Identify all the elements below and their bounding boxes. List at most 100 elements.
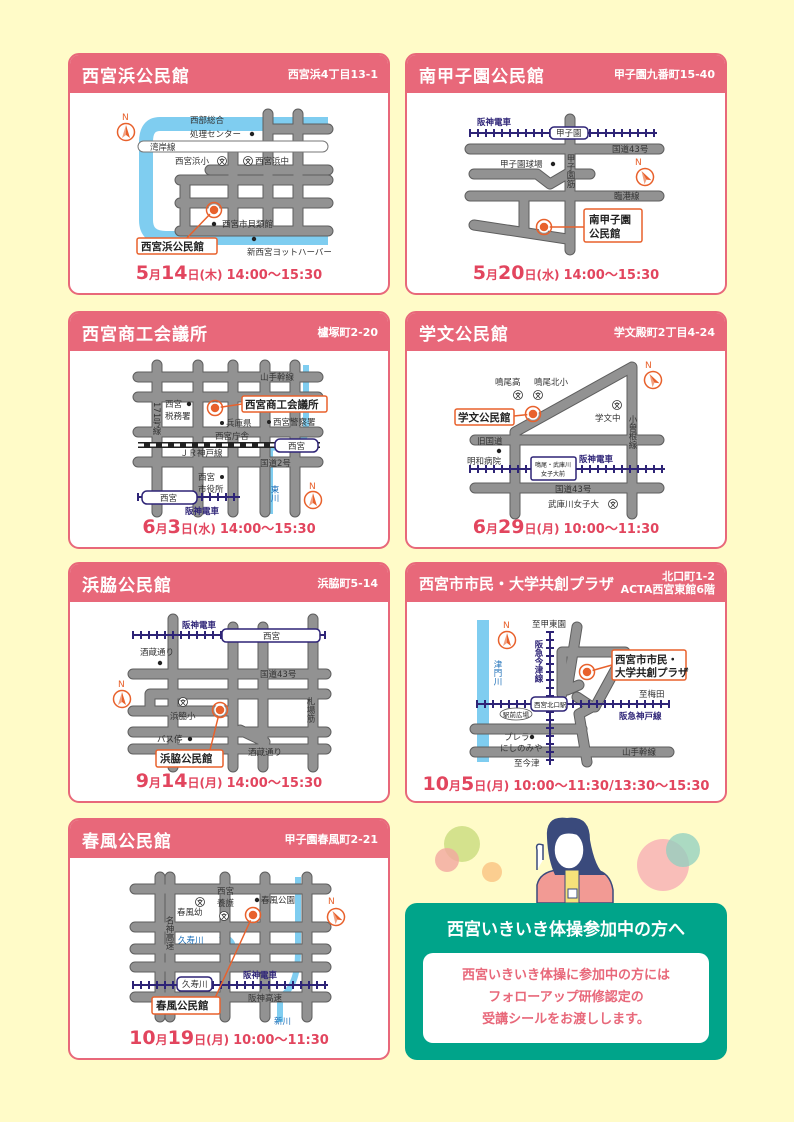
map-label: 鳴尾高 [495,377,521,388]
map-label: 西宮 [263,631,280,642]
map-label: 新西宮ヨットハーバー [247,247,332,258]
map-label: バス停 [157,734,183,745]
roads [464,113,665,256]
map-label: 西宮北口駅 [534,700,567,709]
north-compass-icon [497,630,517,650]
map-label: 阪神電車 [182,620,217,631]
access-map: 西宮 阪神電車 酒蔵通り 国道43号 浜脇小 札場筋 バス停 酒蔵通り 浜脇公民… [112,613,332,773]
access-map: 春風幼 西宮 養護 春風公園 名神高速 久寿川 阪神電車 久寿川 阪神高速 春風… [129,871,349,1027]
map-label: 甲子園筋 [565,154,575,189]
venue-map-label: 浜脇公民館 [160,752,213,765]
map-label: 鳴尾・武庫川 [535,461,571,469]
access-map: 山手幹線 西宮 税務署 西宮商工会議所 兵庫県 西宮庁舎 西宮警察署 171号線… [132,359,328,518]
map-label: 阪神電車 [185,506,220,517]
north-compass-icon [303,490,323,510]
card-header: 南甲子園公民館 甲子園九番町15-40 [407,55,725,93]
session-date: 10月5日(月)10:00〜11:30/13:30〜15:30 [422,773,710,795]
map-label: 阪神電車 [243,970,278,981]
map-label: 阪急今津線 [533,639,544,683]
map-label: 春風公園 [261,895,295,906]
venue-map-label: 公民館 [589,227,621,240]
map-label: 西宮 [160,493,177,504]
notice-title: 西宮いきいき体操参加中の方へ [447,920,685,940]
access-map: 阪神電車 甲子園 国道43号 甲子園球場 甲子園筋 臨港線 南甲子園 公民館 N [464,113,665,256]
map-label: 至甲東園 [532,619,566,630]
venue-card-gakubun: 学文公民館 学文殿町2丁目4-24 鳴尾高 鳴尾北小 学文公民館 学文中 小曽根… [405,311,727,549]
map-label: 阪神電車 [579,454,614,465]
venue-marker [538,221,550,233]
north-label: N [635,158,642,168]
station-label: 甲子園 [556,129,582,139]
landmark-dot [249,131,255,137]
access-map: 湾岸線 西部総合 処理センター 西宮浜小 西宮浜中 西宮市貝類館 新西宮ヨットハ… [116,108,334,258]
map-label: N [645,361,652,371]
map-label: 甲子園球場 [500,159,543,170]
map-label: 国道43号 [260,669,296,680]
roads [469,621,675,768]
school-icon [243,156,253,166]
card-header: 浜脇公民館 浜脇町5-14 [70,564,388,602]
venue-marker [247,909,259,921]
venue-map-label: 西宮市市民・ [615,653,678,666]
north-compass-icon [640,367,666,393]
map-label: 西宮庁舎 [215,431,250,442]
map-label: 久寿川 [182,979,208,990]
access-map: 鳴尾高 鳴尾北小 学文公民館 学文中 小曽根線 旧国道 明和病院 阪神電車 鳴尾… [454,361,666,520]
map-label: 久寿川 [178,935,204,946]
venue-card-harukaze: 春風公民館 甲子園春風町2-21 春風幼 西宮 養護 春風公園 名神高速 久寿川… [68,818,390,1060]
map-label: 国道43号 [555,484,591,495]
map-label: 旧国道 [477,436,503,447]
map-label: 湾岸線 [150,142,176,153]
venue-map-label: 春風公民館 [156,999,209,1012]
map-label: 新川 [274,1016,291,1027]
venue-address: 甲子園九番町15-40 [613,67,715,81]
venue-marker [581,666,593,678]
venue-map-label: 南甲子園 [589,213,631,226]
venue-name: 西宮浜公民館 [82,66,190,87]
map-label: 至今津 [514,758,540,769]
wangan-line-road [137,140,329,153]
map-label: 西宮 [165,399,182,410]
venue-card-chamber-of-commerce: 西宮商工会議所 櫨塚町2-20 山手幹線 西宮 税務署 西宮商工会議所 兵庫県 … [68,311,390,549]
map-label: 臨港線 [614,191,640,202]
school-icon [217,156,227,166]
venue-name: 西宮市市民・大学共創プラザ [419,574,615,593]
venue-marker [214,704,226,716]
venue-name: 西宮商工会議所 [82,324,208,345]
north-label: N [122,113,129,123]
map-label: 津門川 [492,659,502,685]
map-label: ＪＲ神戸線 [180,448,223,459]
venue-map-label: 学文公民館 [458,411,511,424]
access-map: 津門川 至甲東園 阪急今津線 西宮市市民・ 大学共創プラザ 至梅田 西宮北口駅 … [469,619,689,769]
instructor-illustration [435,817,700,904]
venue-marker [208,204,220,216]
map-label: 酒蔵通り [140,647,174,658]
card-header: 西宮商工会議所 櫨塚町2-20 [70,313,388,351]
map-label: にしのみや [500,744,543,754]
venue-marker [527,408,539,420]
session-date: 6月29日(月)10:00〜11:30 [472,516,660,538]
map-label: 国道2号 [260,458,291,469]
roads [127,613,332,773]
north-compass-icon [112,689,132,709]
map-label: 西部総合 [190,115,225,126]
map-label: N [309,482,316,492]
card-header: 春風公民館 甲子園春風町2-21 [70,820,388,858]
map-label: 国道43号 [612,144,648,155]
session-date: 6月3日(水)14:00〜15:30 [142,516,316,538]
map-label: 西宮 [217,886,234,897]
venue-card-hamawaki: 浜脇公民館 浜脇町5-14 西宮 阪神電車 酒蔵通り 国道43号 浜脇小 札場筋… [68,562,390,803]
card-header: 西宮浜公民館 西宮浜4丁目13-1 [70,55,388,93]
north-compass-icon [116,122,136,142]
map-label: 山手幹線 [260,372,295,383]
map-label: 名神高速 [164,915,174,951]
venue-map-label: 西宮商工会議所 [245,398,319,411]
map-label: 西宮市貝類館 [222,219,273,230]
roads [469,361,665,520]
map-label: 女子大前 [541,470,565,478]
map-label: プレラ [504,733,530,743]
map-label: N [503,621,510,631]
